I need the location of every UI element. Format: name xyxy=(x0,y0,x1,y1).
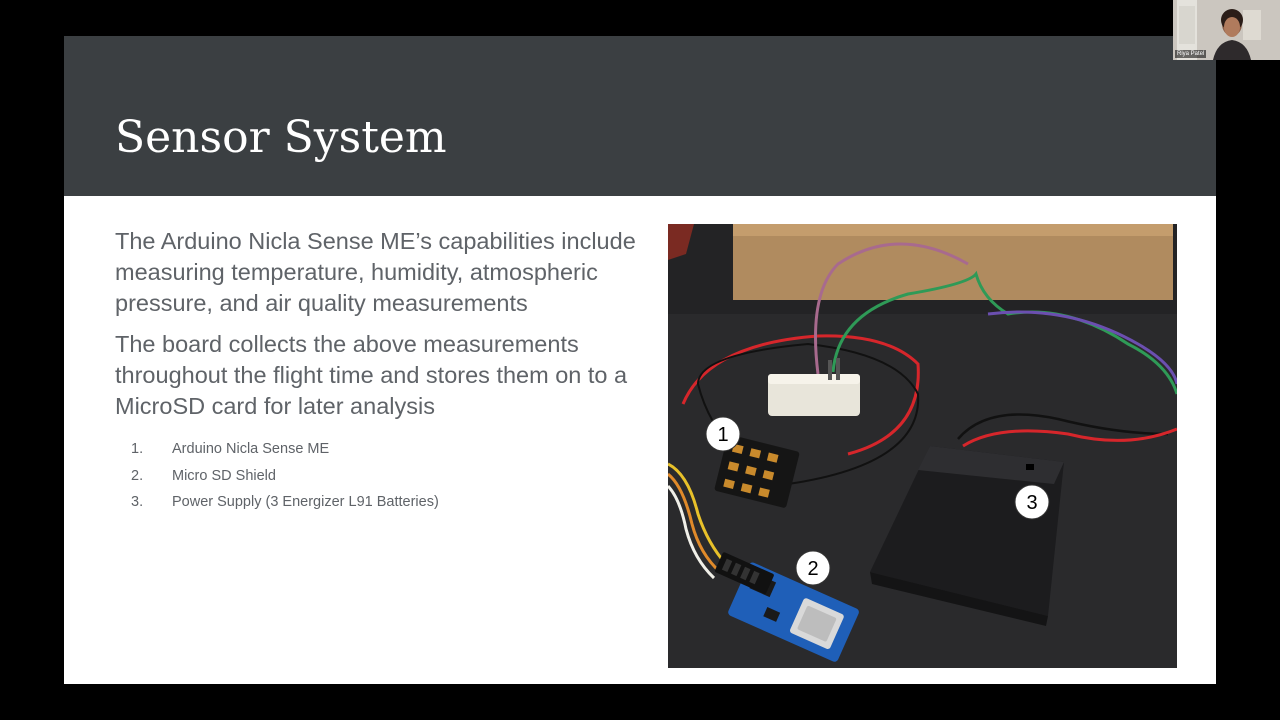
participant-name: Riya Patel xyxy=(1175,50,1207,58)
slide-header: Sensor System xyxy=(64,36,1216,196)
list-item-number: 3. xyxy=(131,494,144,510)
cardboard-box xyxy=(733,224,1173,300)
list-item-text: Power Supply (3 Energizer L91 Batteries) xyxy=(172,494,439,510)
paragraph-data-collection: The board collects the above measurement… xyxy=(115,331,628,419)
breadboard xyxy=(768,374,860,416)
presentation-slide: Sensor System The Arduino Nicla Sense ME… xyxy=(64,36,1216,684)
marker-1: 1 xyxy=(705,416,741,452)
list-item: 3. Power Supply (3 Energizer L91 Batteri… xyxy=(115,489,655,516)
marker-2: 2 xyxy=(795,550,831,586)
marker-label: 2 xyxy=(807,558,818,580)
slide-body: The Arduino Nicla Sense ME’s capabilitie… xyxy=(115,226,655,516)
list-item: 2. Micro SD Shield xyxy=(115,463,655,490)
component-list: 1. Arduino Nicla Sense ME 2. Micro SD Sh… xyxy=(115,436,655,516)
list-item-number: 1. xyxy=(131,441,144,457)
list-item-text: Micro SD Shield xyxy=(172,467,276,484)
nicla-board xyxy=(714,434,800,508)
list-item: 1. Arduino Nicla Sense ME xyxy=(115,436,655,463)
paragraph-capabilities: The Arduino Nicla Sense ME’s capabilitie… xyxy=(115,228,636,316)
list-item-text: Arduino Nicla Sense ME xyxy=(172,441,330,457)
list-item-number: 2. xyxy=(131,467,144,484)
presenter-video-icon xyxy=(1173,0,1280,60)
marker-3: 3 xyxy=(1014,484,1050,520)
marker-label: 1 xyxy=(717,424,728,446)
marker-label: 3 xyxy=(1026,492,1037,514)
battery-box xyxy=(870,446,1064,626)
hardware-photo: 1 2 3 xyxy=(668,224,1177,668)
hardware-photo-illustration: 1 2 3 xyxy=(668,224,1177,668)
webcam-thumbnail[interactable]: Riya Patel xyxy=(1173,0,1280,60)
slide-title: Sensor System xyxy=(115,112,447,163)
